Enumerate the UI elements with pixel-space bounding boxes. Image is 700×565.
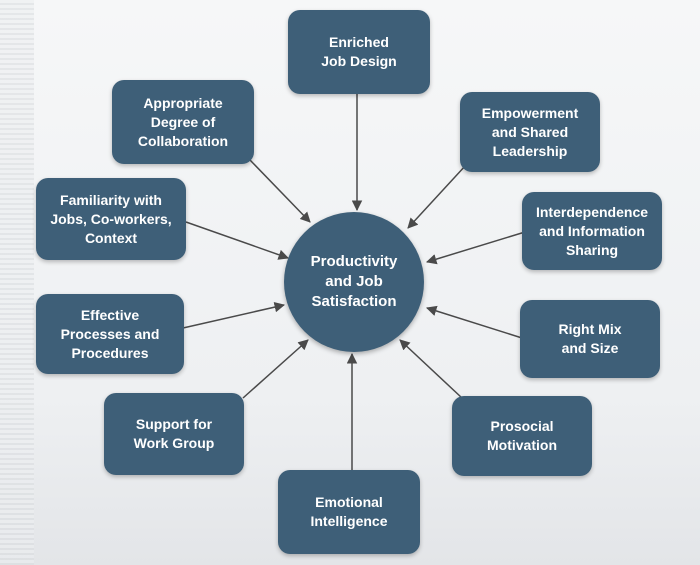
arrow-interdependence [425,231,526,265]
node-enriched-job-design: Enriched Job Design [288,10,430,94]
node-interdependence: Interdependence and Information Sharing [522,192,662,270]
arrow-empowerment [407,164,467,229]
arrow-prosocial [399,339,463,399]
arrow-effective [182,301,286,329]
arrow-familiarity [185,221,289,260]
node-emotional: Emotional Intelligence [278,470,420,554]
center-node: Productivity and Job Satisfaction [284,212,424,352]
node-effective: Effective Processes and Procedures [36,294,184,374]
node-support: Support for Work Group [104,393,244,475]
node-empowerment: Empowerment and Shared Leadership [460,92,600,172]
node-prosocial: Prosocial Motivation [452,396,592,476]
arrow-right-mix [425,305,523,339]
arrow-collaboration [249,159,311,223]
arrow-support [242,339,309,399]
node-right-mix: Right Mix and Size [520,300,660,378]
node-familiarity: Familiarity with Jobs, Co-workers, Conte… [36,178,186,260]
node-collaboration: Appropriate Degree of Collaboration [112,80,254,164]
